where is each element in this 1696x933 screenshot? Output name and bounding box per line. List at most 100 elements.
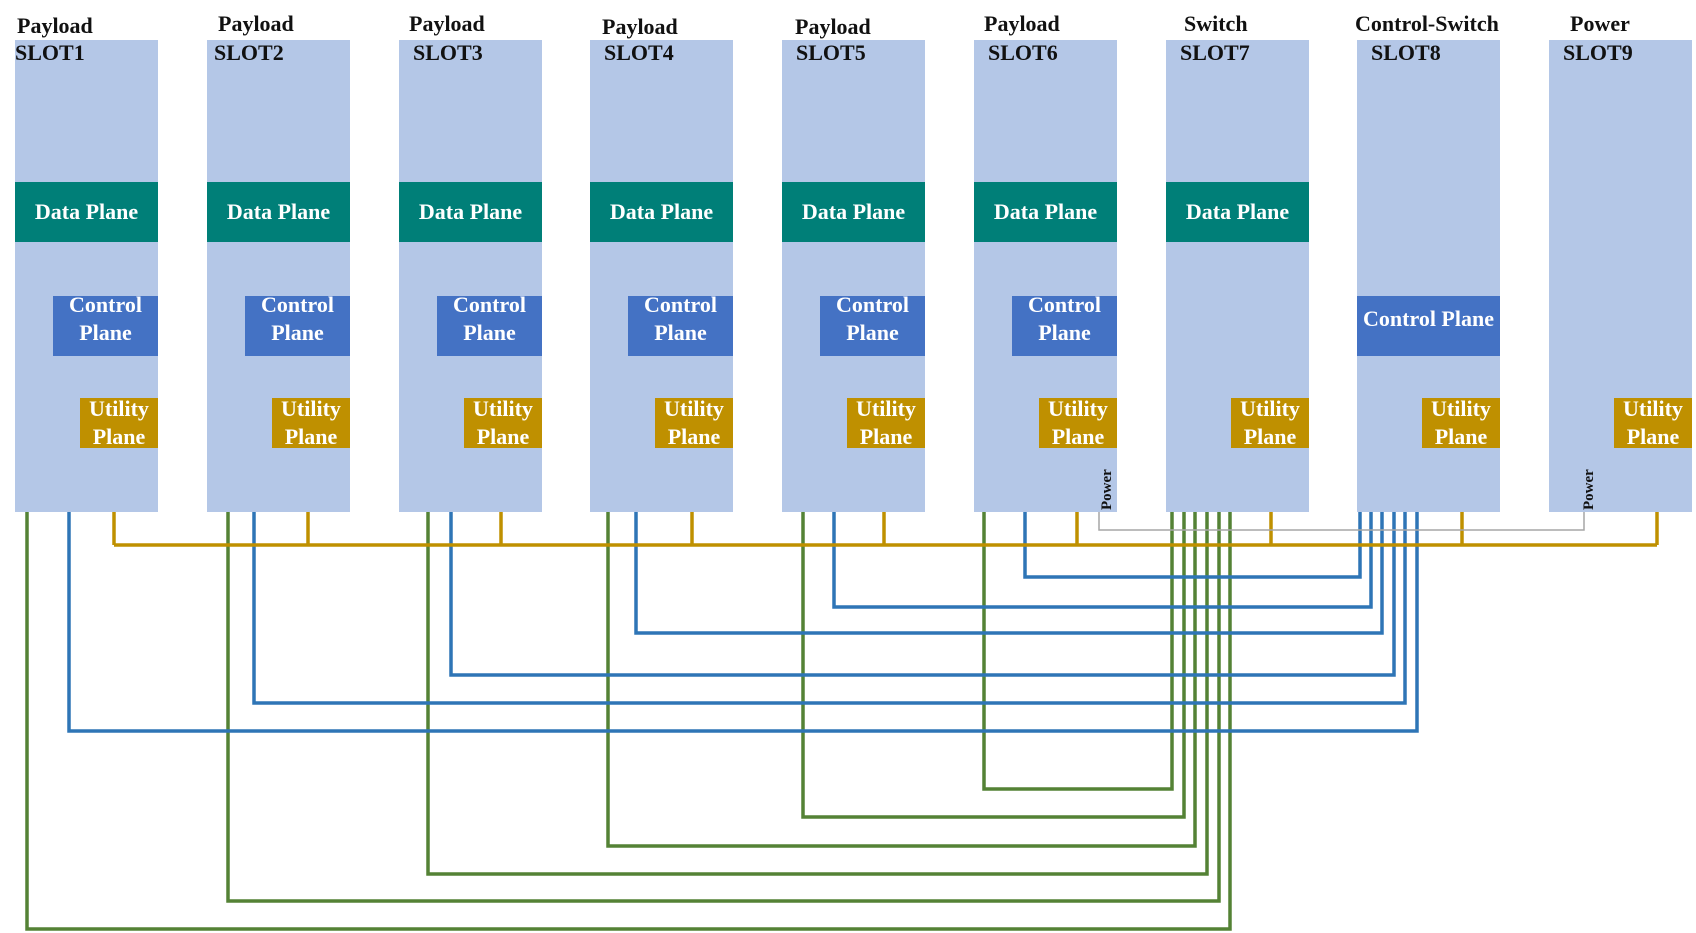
wire-9 [449,356,1396,677]
control-plane-label-1: Control Plane [1363,306,1494,331]
data-plane-box [590,182,733,242]
control-plane-label-2: Plane [846,320,899,345]
slot-9-id-label: SLOT9 [1563,40,1633,65]
wire-3 [426,242,1209,876]
control-plane-box [437,296,542,356]
control-plane-label-1: Control [836,292,909,317]
slot-8-type-label: Control-Switch [1355,11,1499,36]
control-plane-box [1012,296,1117,356]
utility-plane-label-2: Plane [668,424,721,449]
utility-plane-label-2: Plane [285,424,338,449]
utility-plane-label-1: Utility [664,396,724,421]
utility-plane-label-2: Plane [93,424,146,449]
data-plane-label: Data Plane [802,199,906,224]
slot-3-id-label: SLOT3 [413,40,483,65]
slot-3-type-label: Payload [409,11,485,36]
control-plane-box [245,296,350,356]
data-plane-box [15,182,158,242]
slot-8-id-label: SLOT8 [1371,40,1441,65]
control-plane-label-2: Plane [271,320,324,345]
control-plane-label-1: Control [69,292,142,317]
wire-6 [982,242,1174,791]
slot-6-data-plane: Data Plane [974,182,1117,242]
utility-plane-label-1: Utility [281,396,341,421]
control-plane-label-2: Plane [79,320,132,345]
control-plane-box [628,296,733,356]
data-plane-label: Data Plane [35,199,139,224]
control-plane-box [1357,296,1500,356]
utility-plane-label-1: Utility [1048,396,1108,421]
wire-1 [25,242,1232,931]
slot-2-type-label: Payload [218,11,294,36]
utility-plane-box [1039,398,1117,448]
data-plane-label: Data Plane [227,199,331,224]
control-plane-box [820,296,925,356]
slot-9-type-label: Power [1570,11,1630,36]
slot-2-id-label: SLOT2 [214,40,284,65]
slot-8-control-plane: Control Plane [1357,296,1500,356]
utility-plane-label-2: Plane [1627,424,1680,449]
slot-5-data-plane: Data Plane [782,182,925,242]
control-plane-label-2: Plane [654,320,707,345]
utility-plane-label-2: Plane [860,424,913,449]
control-plane-label-1: Control [644,292,717,317]
data-plane-box [974,182,1117,242]
wire-2 [226,242,1221,903]
slot-2-data-plane: Data Plane [207,182,350,242]
slot-4-type-label: Payload [602,14,678,39]
data-plane-label: Data Plane [994,199,1098,224]
slot-1-type-label: Payload [17,13,93,38]
utility-plane-label-2: Plane [1244,424,1297,449]
control-plane-label-1: Control [1028,292,1101,317]
slot-7-type-label: Switch [1184,11,1248,36]
utility-plane-box [80,398,158,448]
control-plane-label-1: Control [453,292,526,317]
slot-3-data-plane: Data Plane [399,182,542,242]
slot-1-id-label: SLOT1 [15,40,85,65]
data-plane-label: Data Plane [610,199,714,224]
slot-6-type-label: Payload [984,11,1060,36]
slot-5-id-label: SLOT5 [796,40,866,65]
slot-4-data-plane: Data Plane [590,182,733,242]
data-plane-box [399,182,542,242]
slot-6-id-label: SLOT6 [988,40,1058,65]
utility-plane-box [1614,398,1692,448]
slot-7-id-label: SLOT7 [1180,40,1250,65]
control-plane-label-1: Control [261,292,334,317]
slot-7-data-plane: Data Plane [1166,182,1309,242]
utility-plane-label-1: Utility [89,396,149,421]
data-plane-box [782,182,925,242]
utility-plane-label-2: Plane [1052,424,1105,449]
utility-plane-label-1: Utility [473,396,533,421]
slot-9-power-label: Power [1581,469,1597,510]
utility-plane-label-2: Plane [477,424,530,449]
utility-plane-label-1: Utility [1431,396,1491,421]
slot-5-type-label: Payload [795,14,871,39]
utility-plane-box [1231,398,1309,448]
control-plane-label-2: Plane [463,320,516,345]
wire-23 [1098,512,1585,531]
utility-plane-box [655,398,733,448]
